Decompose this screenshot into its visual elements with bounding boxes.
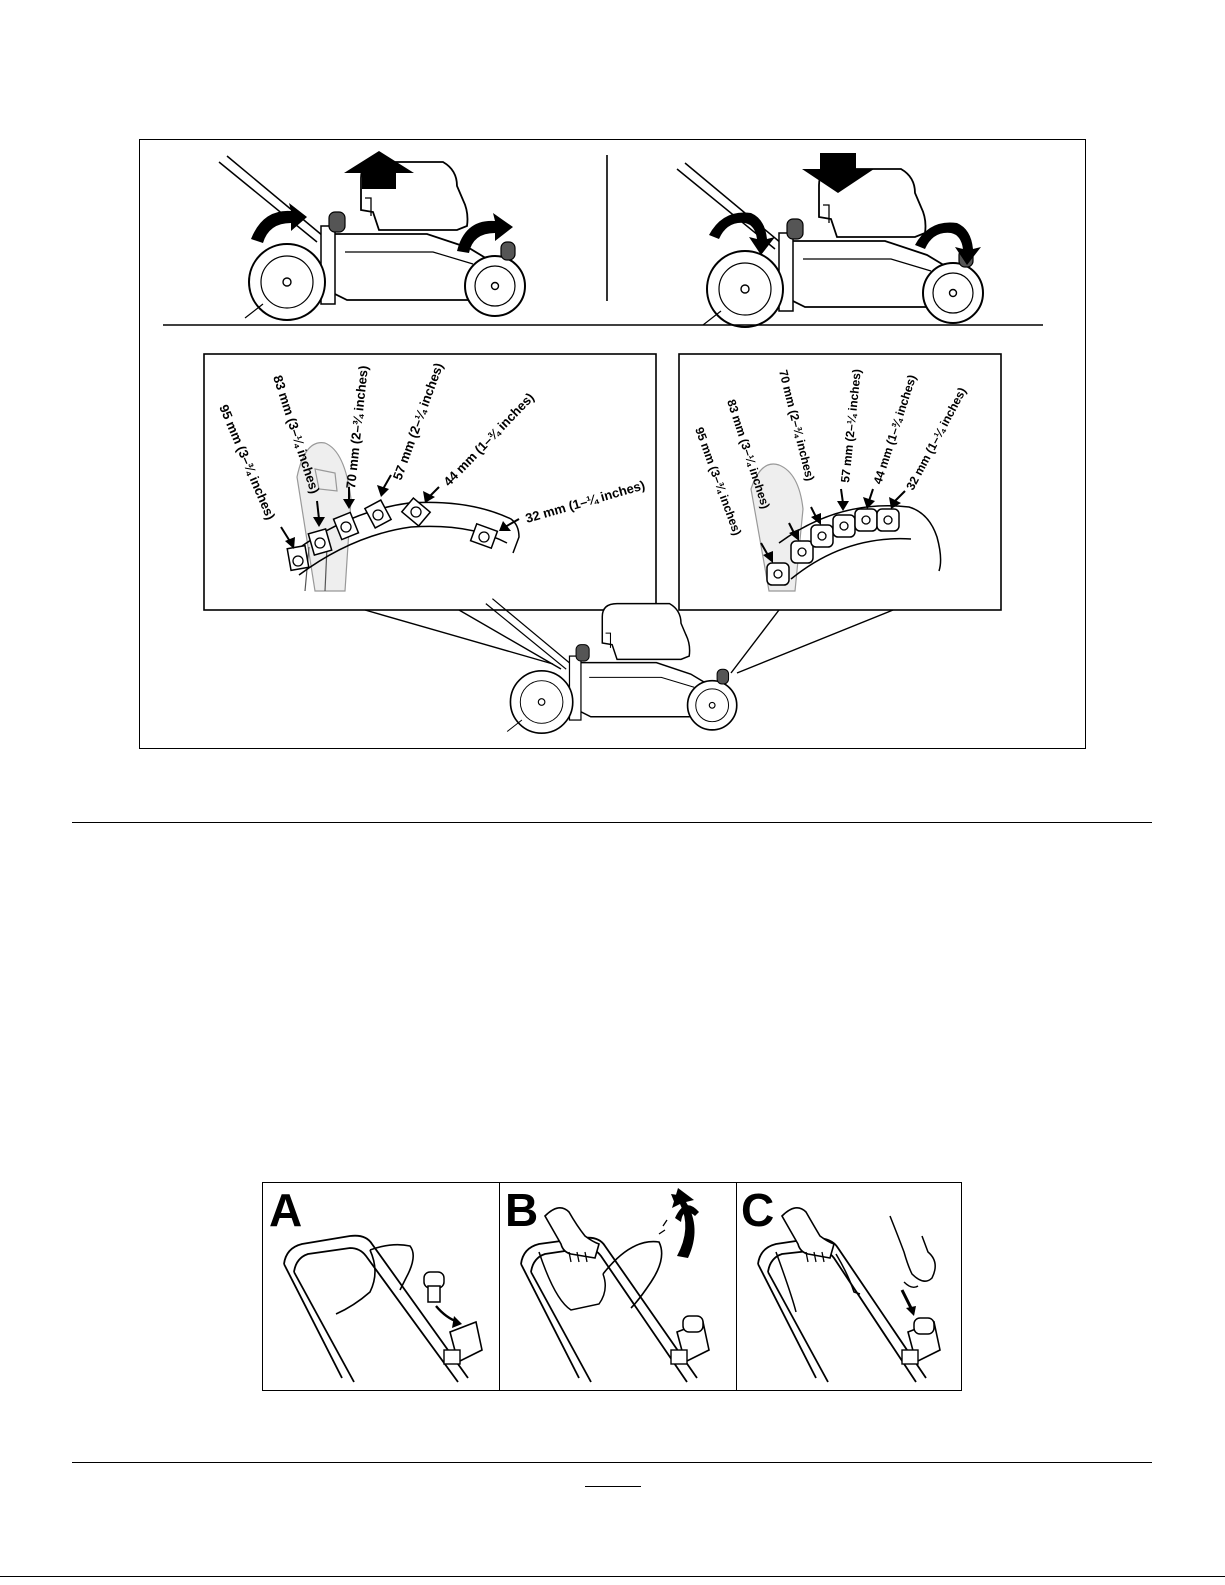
handle-steps-figure: A B C bbox=[262, 1182, 962, 1391]
cutting-height-figure: 95 mm (3–¾ inches) 83 mm (3–¼ inches) 70… bbox=[139, 139, 1086, 749]
panel-b-illustration bbox=[521, 1194, 709, 1382]
cutting-height-illustration: 95 mm (3–¾ inches) 83 mm (3–¼ inches) 70… bbox=[139, 139, 1086, 749]
page-number-rule bbox=[585, 1486, 641, 1487]
section-divider-top bbox=[72, 822, 1152, 823]
section-divider-bottom bbox=[72, 1462, 1152, 1463]
panel-a-illustration bbox=[284, 1236, 482, 1382]
curved-arrow-rear-left-icon bbox=[251, 203, 307, 243]
page-bottom-edge bbox=[0, 1576, 1225, 1577]
panel-c-illustration bbox=[758, 1208, 940, 1382]
handle-steps-illustration bbox=[262, 1182, 962, 1391]
mower-overview-illustration bbox=[486, 599, 737, 733]
curved-arrow-rear-right-icon bbox=[709, 212, 775, 255]
